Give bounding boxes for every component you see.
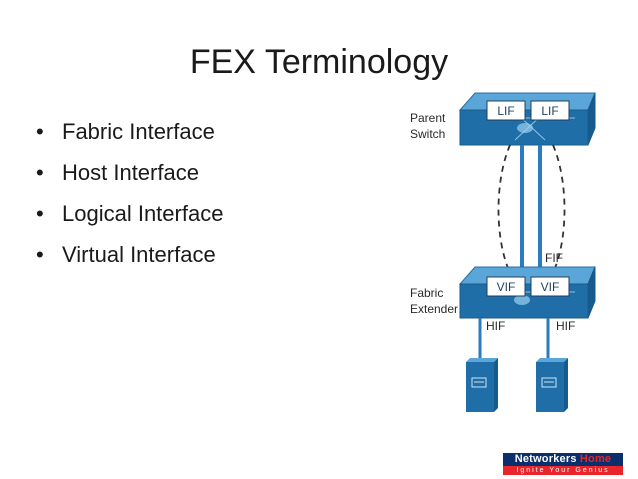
bullet-item: • Logical Interface	[36, 198, 223, 239]
vif-left-box	[486, 276, 526, 297]
hif-left-label: HIF	[486, 319, 505, 333]
server-left-icon	[466, 358, 498, 412]
bullet-list: • Fabric Interface • Host Interface • Logic…	[36, 116, 223, 280]
bullet-text: Fabric Interface	[62, 119, 215, 144]
bullet-text: Virtual Interface	[62, 242, 216, 267]
bullet-icon: •	[36, 119, 44, 144]
parent-switch-label-line2: Switch	[410, 127, 445, 141]
parent-switch-label-line1: Parent	[410, 111, 446, 125]
hif-right-label: HIF	[556, 319, 575, 333]
bullet-icon: •	[36, 242, 44, 267]
server-right-icon	[536, 358, 568, 412]
logo-name: Networkers Home	[503, 453, 623, 466]
lif-right-box	[530, 100, 570, 121]
fabric-extender-label-line2: Extender	[410, 302, 458, 316]
vif-right-label: VIF	[541, 280, 560, 294]
lif-left-label: LIF	[497, 104, 514, 118]
networkers-home-logo: Networkers Home Ignite Your Genius	[503, 453, 623, 475]
fabric-extender-label-line1: Fabric	[410, 286, 443, 300]
bullet-item: • Host Interface	[36, 157, 223, 198]
vif-left-label: VIF	[497, 280, 516, 294]
logo-name-part2: Home	[579, 453, 612, 465]
logo-name-part1: Networkers	[514, 453, 580, 465]
parent-switch-icon	[458, 92, 596, 146]
bullet-item: • Virtual Interface	[36, 239, 223, 280]
bullet-icon: •	[36, 201, 44, 226]
fif-label: FIF	[545, 251, 563, 265]
logo-tagline: Ignite Your Genius	[503, 466, 623, 475]
bullet-item: • Fabric Interface	[36, 116, 223, 157]
lif-right-label: LIF	[541, 104, 558, 118]
bullet-text: Logical Interface	[62, 201, 224, 226]
lif-left-box	[486, 100, 526, 121]
slide-title: FEX Terminology	[189, 43, 449, 81]
bullet-icon: •	[36, 160, 44, 185]
bullet-text: Host Interface	[62, 160, 199, 185]
vif-right-box	[530, 276, 570, 297]
fabric-extender-icon	[458, 266, 596, 319]
fabric-links	[497, 144, 566, 269]
